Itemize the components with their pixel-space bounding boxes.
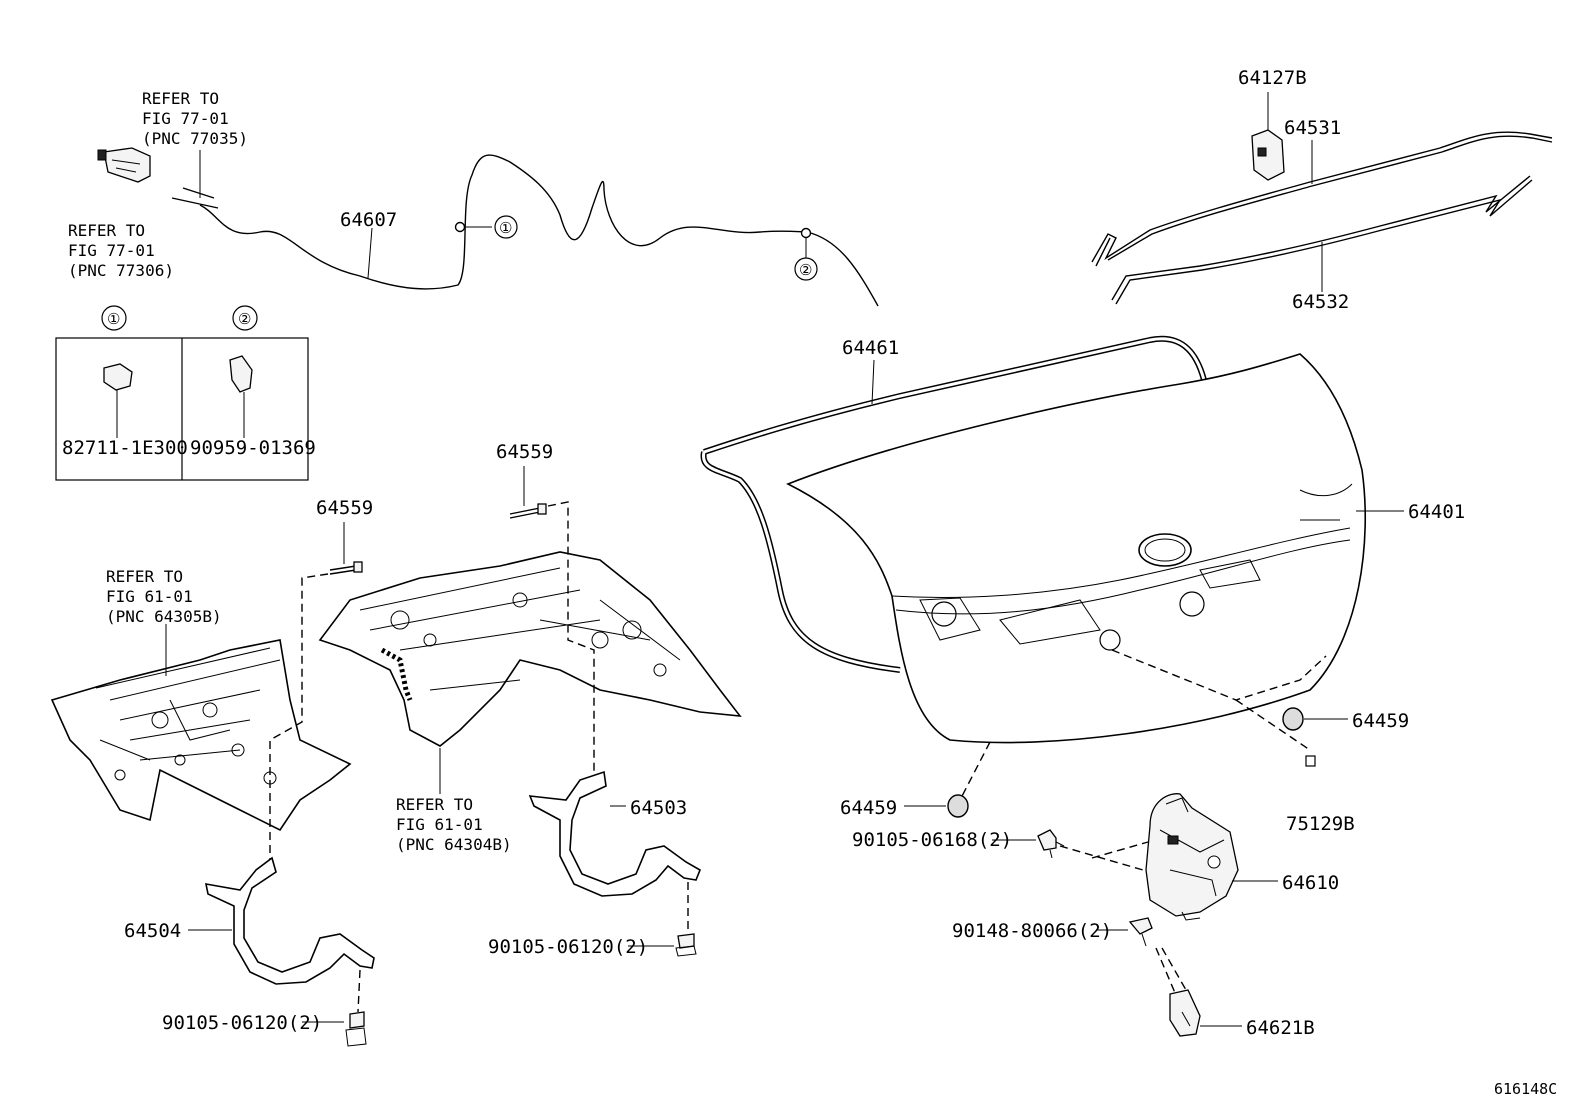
label-64532: 64532: [1292, 291, 1349, 313]
svg-text:FIG 61-01: FIG 61-01: [396, 815, 483, 834]
svg-text:REFER TO: REFER TO: [68, 221, 145, 240]
ref-77306-text: REFER TO FIG 77-01 (PNC 77306): [68, 221, 174, 280]
clip-inset-box: ① ② 82711-1E300 90959-01369: [55, 305, 316, 481]
label-64621B: 64621B: [1246, 1017, 1315, 1039]
torsion-bar-64532: [1111, 175, 1531, 301]
svg-text:(PNC 77035): (PNC 77035): [142, 129, 248, 148]
bolt-64559-left: [329, 561, 363, 575]
ref-64304B-text: REFER TO FIG 61-01 (PNC 64304B): [396, 795, 512, 854]
label-90105-06120-mid: 90105-06120(2): [488, 936, 648, 958]
svg-text:(PNC 77306): (PNC 77306): [68, 261, 174, 280]
ref-77035-text: REFER TO FIG 77-01 (PNC 77035): [142, 89, 248, 148]
callout-2: ②: [238, 310, 251, 328]
bolt-64559-right: [509, 503, 547, 519]
wire-harness-64607: [199, 154, 879, 307]
label-90959-01369: 90959-01369: [190, 437, 316, 459]
body-panel-64305B: [50, 639, 352, 832]
label-64607: 64607: [340, 209, 397, 231]
label-64401: 64401: [1408, 501, 1465, 523]
label-64531: 64531: [1284, 117, 1341, 139]
label-90105-06120-left: 90105-06120(2): [162, 1012, 322, 1034]
svg-text:REFER TO: REFER TO: [106, 567, 183, 586]
hinge-64503: [528, 770, 702, 897]
svg-text:FIG 77-01: FIG 77-01: [68, 241, 155, 260]
torsion-bar-64531: [1091, 131, 1553, 263]
svg-text:REFER TO: REFER TO: [142, 89, 219, 108]
label-82711-1E300: 82711-1E300: [62, 437, 188, 459]
callout-1: ①: [107, 310, 120, 328]
label-64459-right: 64459: [1352, 710, 1409, 732]
figure-id: 616148C: [1494, 1080, 1557, 1098]
label-90105-06168: 90105-06168(2): [852, 829, 1012, 851]
label-64461: 64461: [842, 337, 899, 359]
bolt-90105-06120-mid: [675, 933, 697, 957]
svg-text:FIG 77-01: FIG 77-01: [142, 109, 229, 128]
plug-75129B: [1305, 755, 1316, 767]
callout-2-inline: ②: [799, 261, 812, 279]
callout-1-inline: ①: [499, 219, 512, 237]
body-panel-64304B: [318, 551, 742, 747]
label-64610: 64610: [1282, 872, 1339, 894]
bolt-90105-06120-left: [345, 1011, 367, 1047]
hinge-64504: [204, 856, 375, 985]
label-75129B: 75129B: [1286, 813, 1355, 835]
bolt-90105-06168: [1037, 829, 1065, 859]
label-64504: 64504: [124, 920, 181, 942]
clip-64127B-drawing: [1251, 129, 1285, 181]
label-64559-right: 64559: [496, 441, 553, 463]
label-64459-bottom: 64459: [840, 797, 897, 819]
striker-64621B: [1169, 989, 1201, 1037]
label-90148-80066: 90148-80066(2): [952, 920, 1112, 942]
lock-64610: [1145, 793, 1239, 921]
svg-text:FIG 61-01: FIG 61-01: [106, 587, 193, 606]
connector-77306-drawing: [97, 147, 151, 183]
cushion-64459-right: [1282, 707, 1304, 731]
svg-text:REFER TO: REFER TO: [396, 795, 473, 814]
cushion-64459-bottom: [947, 794, 969, 818]
label-64127B: 64127B: [1238, 67, 1307, 89]
label-64503: 64503: [630, 797, 687, 819]
label-64559-left: 64559: [316, 497, 373, 519]
ref-64305B-text: REFER TO FIG 61-01 (PNC 64305B): [106, 567, 222, 626]
trunk-lid-64401: [786, 353, 1366, 744]
svg-text:(PNC 64305B): (PNC 64305B): [106, 607, 222, 626]
screw-90148-80066: [1128, 917, 1153, 947]
svg-text:(PNC 64304B): (PNC 64304B): [396, 835, 512, 854]
